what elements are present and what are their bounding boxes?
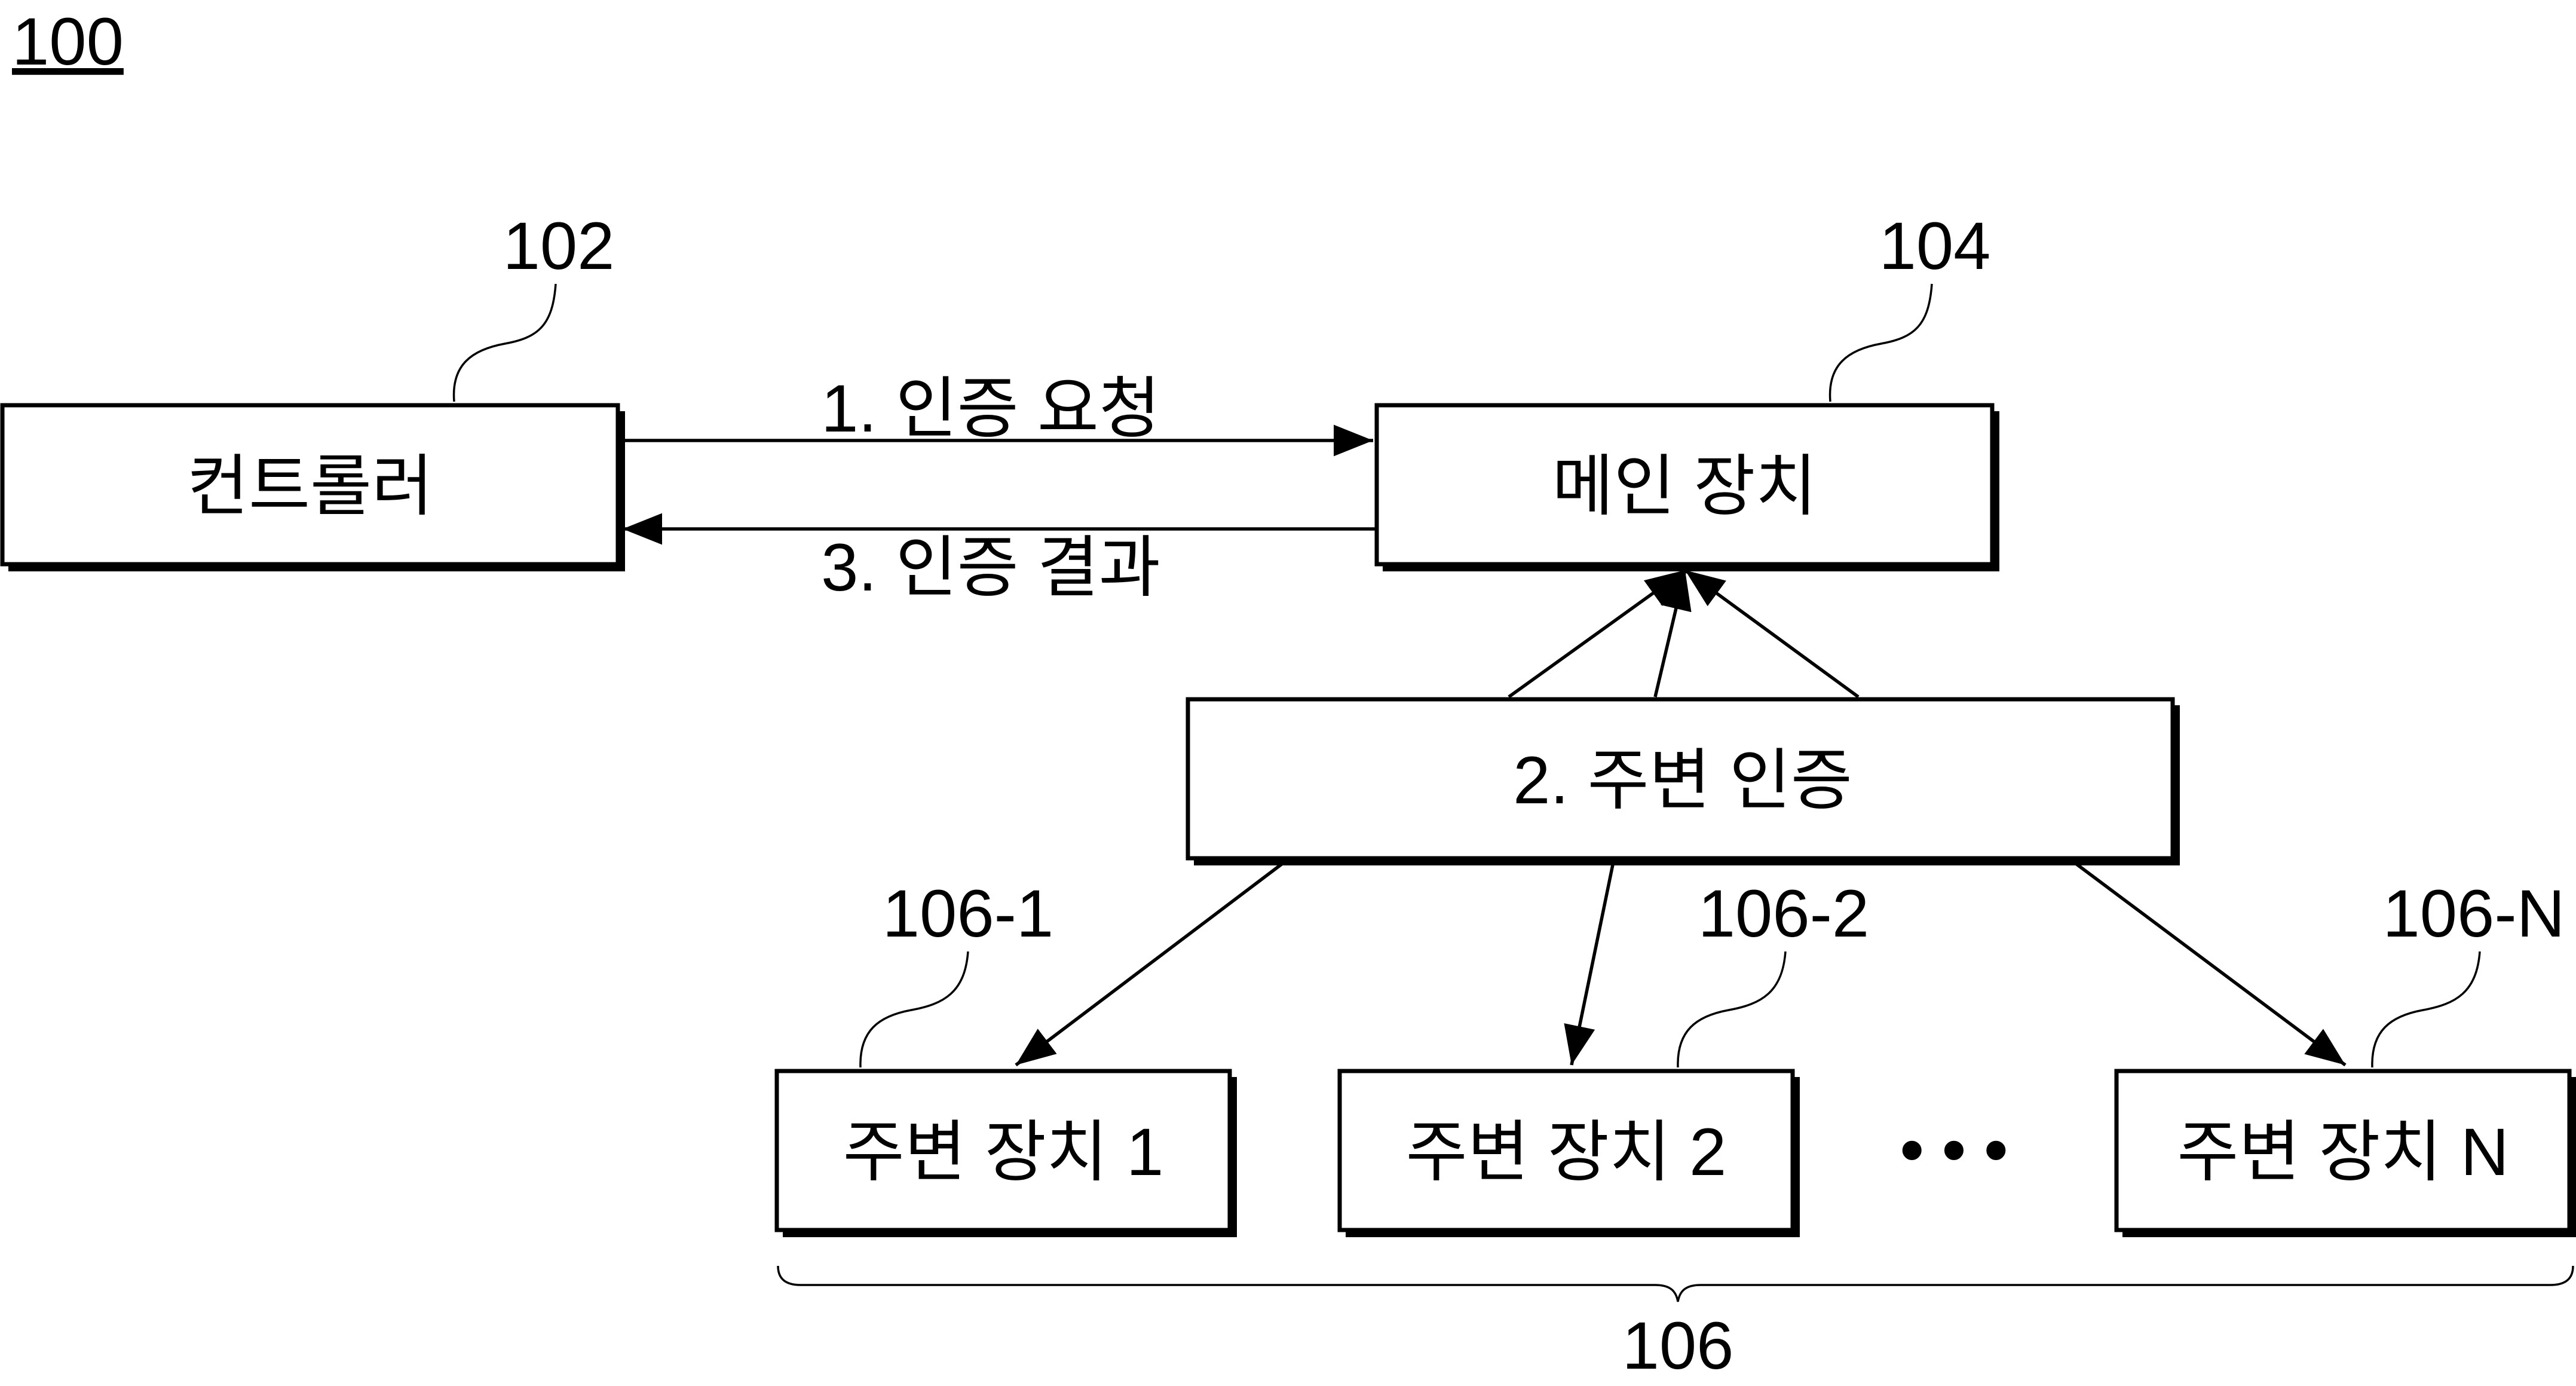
peripheral-device-1-label: 주변 장치 1: [843, 1115, 1164, 1189]
peripheral-device-2-block: 주변 장치 2: [1337, 1069, 1800, 1237]
peripheral-device-2-ref: 106-2: [1698, 876, 1869, 951]
peripheral-device-1-leader: [859, 951, 969, 1068]
peripheral-group-brace: [777, 1265, 2574, 1302]
auth-to-peripheral-n-arrow: [2072, 860, 2347, 1067]
figure-number: 100: [12, 4, 124, 79]
auth-result-label: 3. 인증 결과: [821, 530, 1160, 605]
controller-label: 컨트롤러: [187, 449, 433, 524]
peripheral-auth-label: 2. 주변 인증: [1513, 743, 1852, 818]
controller-leader: [452, 283, 557, 402]
auth-to-main-arrow-left: [1508, 568, 1686, 699]
peripheral-device-n-label: 주변 장치 N: [2177, 1115, 2508, 1189]
main-device-leader: [1828, 283, 1933, 402]
peripheral-device-n-leader: [2371, 951, 2481, 1068]
auth-request-label: 1. 인증 요청: [821, 371, 1160, 446]
peripheral-device-1-ref: 106-1: [883, 876, 1053, 951]
peripheral-device-2-leader: [1677, 951, 1787, 1068]
peripheral-device-1-block: 주변 장치 1: [774, 1069, 1237, 1237]
auth-to-peripheral-1-arrow: [1015, 860, 1286, 1067]
controller-ref: 102: [503, 209, 615, 283]
auth-to-main-arrow-center: [1653, 570, 1692, 697]
peripheral-device-n-block: 주변 장치 N: [2114, 1069, 2576, 1237]
main-device-label: 메인 장치: [1552, 449, 1817, 524]
main-device-ref: 104: [1879, 209, 1991, 283]
ellipsis: • • •: [1900, 1112, 2008, 1187]
auth-to-peripheral-2-arrow: [1564, 861, 1615, 1066]
peripheral-auth-block: 2. 주변 인증: [1186, 697, 2180, 865]
peripheral-device-2-label: 주변 장치 2: [1406, 1115, 1727, 1189]
main-device-block: 메인 장치: [1374, 403, 1999, 571]
controller-block: 컨트롤러: [0, 403, 625, 571]
peripheral-device-n-ref: 106-N: [2382, 876, 2565, 951]
auth-to-main-arrow-right: [1684, 568, 1860, 699]
peripheral-group-ref: 106: [1622, 1308, 1734, 1383]
